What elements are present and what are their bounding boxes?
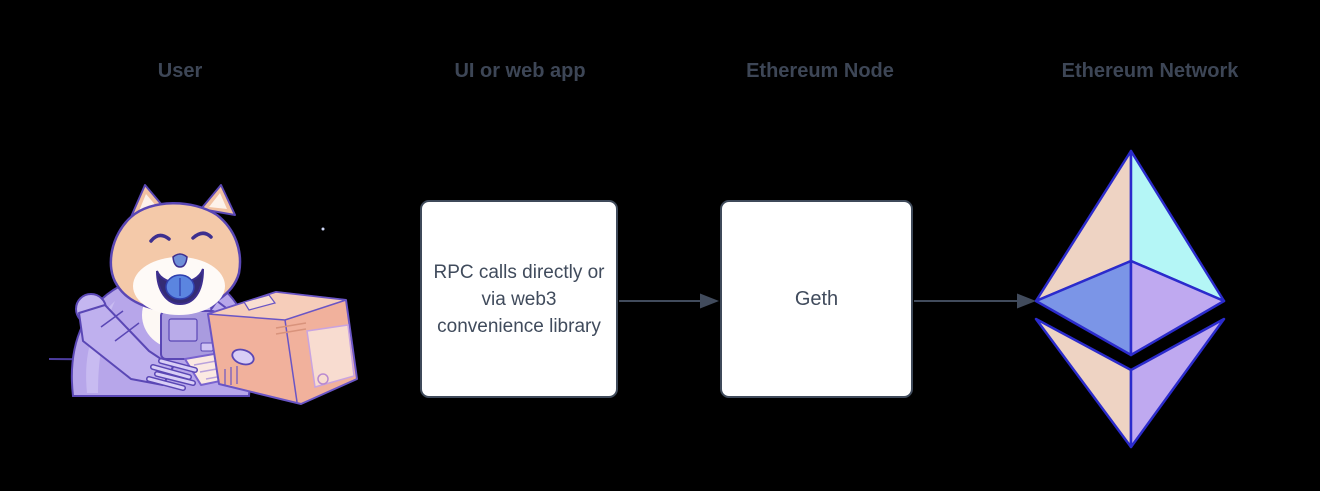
node-ethereum-node: Geth [720, 200, 913, 398]
doge-head [109, 184, 242, 315]
retro-computer [207, 291, 358, 405]
node-ui-or-web-app: RPC calls directly or via web3 convenien… [420, 200, 618, 398]
column-label-user: User [157, 60, 203, 82]
arrow-node-to-network [914, 293, 1036, 309]
node-ui-text: RPC calls directly or via web3 convenien… [433, 261, 605, 337]
eth-face-bottom-right [1129, 317, 1226, 449]
column-label-ethereum-node: Ethereum Node [746, 60, 894, 82]
nose [172, 253, 188, 268]
doge-astronaut-illustration [48, 184, 358, 405]
right-eye [191, 231, 213, 240]
node-geth-text: Geth [794, 287, 839, 310]
doge-paws [146, 348, 255, 391]
arrow-ui-to-node [619, 293, 719, 309]
sparkle [321, 227, 325, 231]
column-label-ui-or-web-app: UI or web app [454, 60, 586, 82]
column-label-ethereum-network: Ethereum Network [1061, 60, 1239, 82]
eth-face-mid-right [1129, 259, 1226, 357]
arrowhead-icon [700, 293, 719, 309]
left-eye [149, 233, 171, 243]
ethereum-logo [1034, 149, 1226, 449]
